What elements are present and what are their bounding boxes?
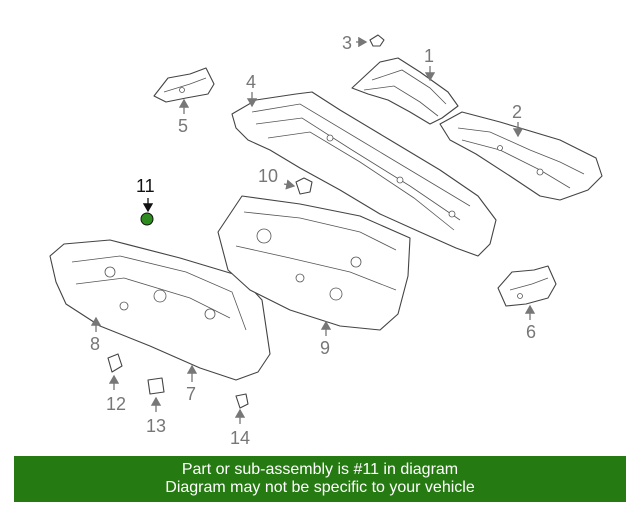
banner-line-2: Diagram may not be specific to your vehi… xyxy=(165,479,475,496)
part-9-dash-panel[interactable] xyxy=(217,195,411,331)
callout-1: 1 xyxy=(424,46,434,66)
diagram-notice-banner: Part or sub-assembly is #11 in diagram D… xyxy=(14,456,626,502)
part-13-plug[interactable] xyxy=(147,377,165,395)
callout-11: 11 xyxy=(136,176,155,196)
part-2-cowl-extension[interactable] xyxy=(439,111,603,201)
callout-12: 12 xyxy=(106,394,126,414)
leader-10 xyxy=(283,179,296,190)
part-4-cowl-assembly[interactable] xyxy=(231,91,497,257)
leader-lines xyxy=(90,36,536,424)
part-8-dash-insulator[interactable] xyxy=(49,239,271,381)
callout-7: 7 xyxy=(186,384,196,404)
callout-6: 6 xyxy=(526,322,536,342)
parts-diagram: 1 2 3 4 5 6 7 8 9 10 11 12 13 14 xyxy=(49,33,603,448)
callout-2: 2 xyxy=(512,102,522,122)
callout-13: 13 xyxy=(146,416,166,436)
part-14-clip[interactable] xyxy=(235,393,249,409)
callout-8: 8 xyxy=(90,334,100,354)
callout-9: 9 xyxy=(320,338,330,358)
part-11-grommet[interactable] xyxy=(140,212,154,226)
part-12-plug[interactable] xyxy=(107,353,123,373)
part-5-bracket[interactable] xyxy=(153,67,215,103)
callout-4: 4 xyxy=(246,72,256,92)
callout-10: 10 xyxy=(258,166,278,186)
part-10-fastener[interactable] xyxy=(295,177,313,195)
callout-5: 5 xyxy=(178,116,188,136)
callout-3: 3 xyxy=(342,33,352,53)
part-1-cowl-top-panel[interactable] xyxy=(351,57,459,125)
part-6-side-bracket[interactable] xyxy=(497,265,557,307)
part-3-clip[interactable] xyxy=(369,34,385,47)
callout-labels: 1 2 3 4 5 6 7 8 9 10 11 12 13 14 xyxy=(90,33,536,448)
callout-14: 14 xyxy=(230,428,250,448)
banner-line-1: Part or sub-assembly is #11 in diagram xyxy=(181,461,459,478)
